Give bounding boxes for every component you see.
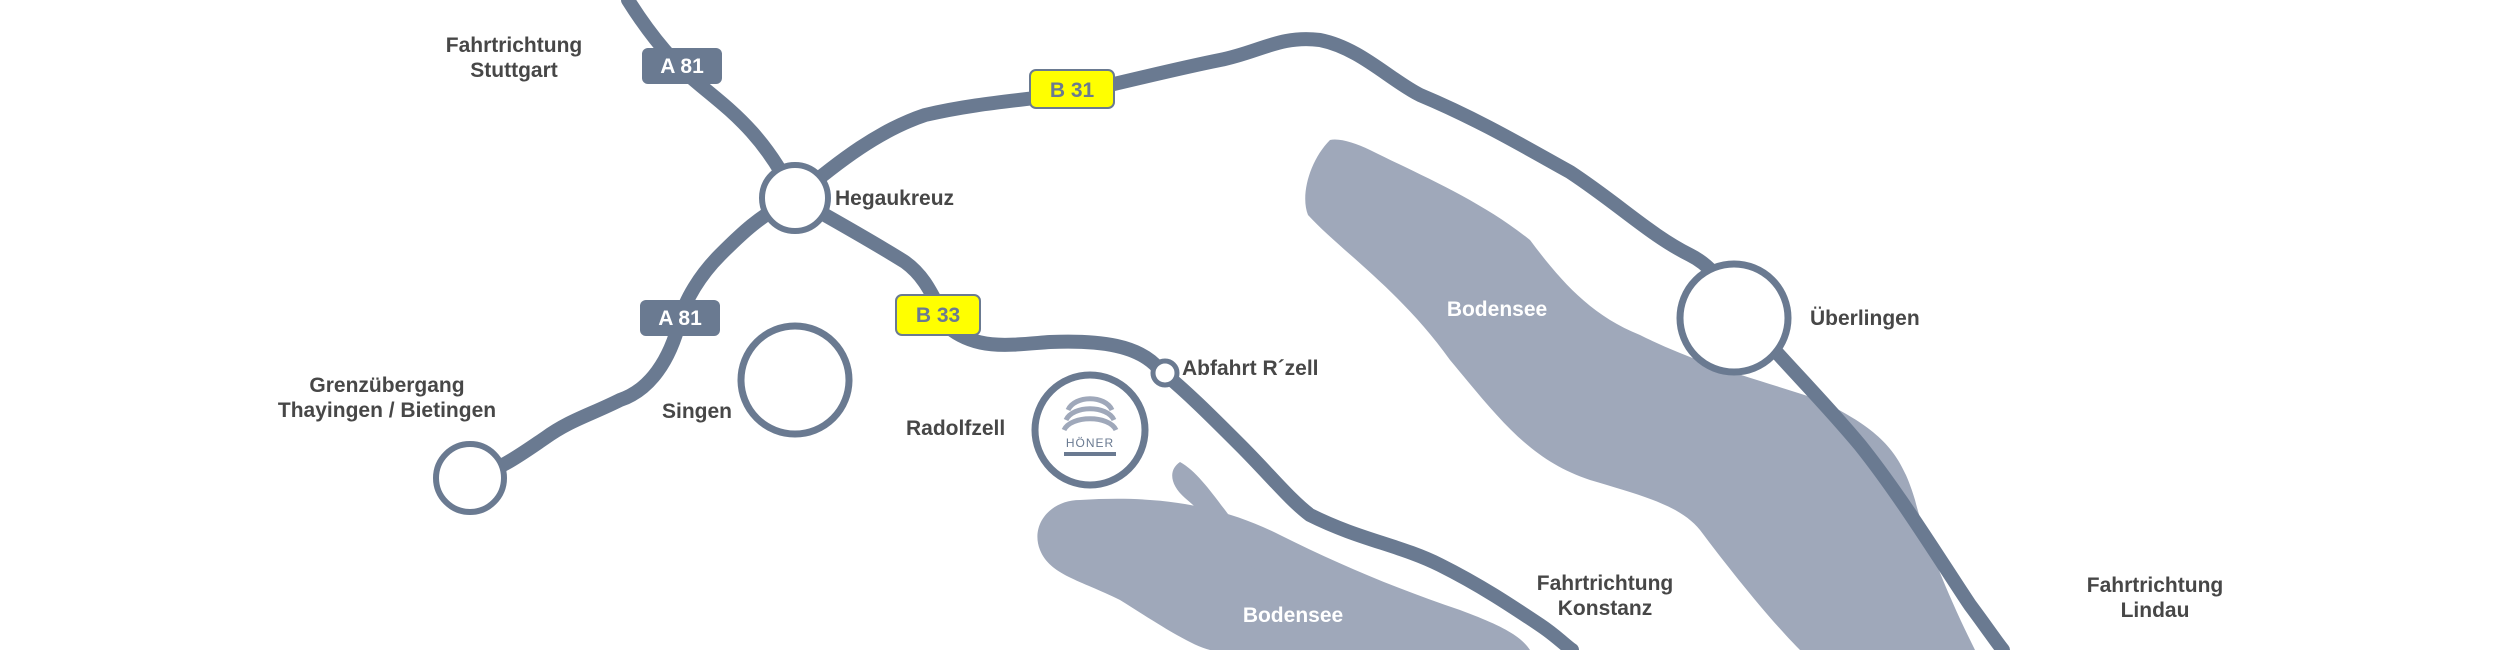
label-stuttgart-line1: Fahrtrichtung <box>446 34 583 57</box>
logo-text: HÖNER <box>1066 436 1114 450</box>
label-lake-lower: Bodensee <box>1243 604 1343 627</box>
label-hegaukreuz: Hegaukreuz <box>835 187 954 210</box>
lake-lower <box>1037 498 1530 650</box>
node-grenzuebergang <box>433 441 507 515</box>
lake-upper <box>1305 139 1975 650</box>
node-singen <box>737 322 853 438</box>
roads <box>463 0 2010 650</box>
road-b33 <box>788 191 1579 650</box>
road-ueberlingen-lindau <box>1727 293 2010 650</box>
nodes <box>433 162 1792 515</box>
label-konstanz-line2: Konstanz <box>1558 597 1653 620</box>
shield-b31: B 31 <box>1029 69 1115 109</box>
road-a81-north <box>621 0 802 205</box>
shield-b33: B 33 <box>895 294 981 336</box>
label-grenz-line1: Grenzübergang <box>309 374 464 397</box>
shield-a81-top: A 81 <box>642 48 722 84</box>
node-radolfzell <box>1031 371 1149 489</box>
label-konstanz-line1: Fahrtrichtung <box>1537 572 1674 595</box>
label-radolfzell: Radolfzell <box>906 417 1005 440</box>
place-labels: Fahrtrichtung Stuttgart Hegaukreuz Grenz… <box>278 34 2223 622</box>
lakes <box>1037 139 1975 650</box>
lake-lower-arm <box>1172 462 1263 570</box>
label-stuttgart-line2: Stuttgart <box>470 59 558 82</box>
shield-a81-bottom-text: A 81 <box>658 307 702 330</box>
label-lindau-line1: Fahrtrichtung <box>2087 574 2224 597</box>
label-lindau-line2: Lindau <box>2121 599 2190 622</box>
shield-a81-bottom: A 81 <box>640 300 720 336</box>
lake-labels: Bodensee Bodensee <box>1243 298 1547 627</box>
road-b31 <box>788 32 1741 307</box>
node-hegaukreuz <box>759 162 831 234</box>
label-abfahrt: Abfahrt R´zell <box>1182 357 1319 380</box>
shield-b31-text: B 31 <box>1050 79 1095 102</box>
shield-a81-top-text: A 81 <box>660 55 704 78</box>
node-ueberlingen <box>1676 260 1792 376</box>
label-lake-upper: Bodensee <box>1447 298 1547 321</box>
shield-b33-text: B 33 <box>916 304 960 327</box>
hoener-logo-icon: HÖNER <box>1061 396 1119 456</box>
label-singen: Singen <box>662 400 732 423</box>
road-a81-south <box>463 191 802 485</box>
node-abfahrt <box>1150 358 1180 388</box>
label-ueberlingen: Überlingen <box>1810 307 1920 330</box>
label-grenz-line2: Thayingen / Bietingen <box>278 399 496 422</box>
